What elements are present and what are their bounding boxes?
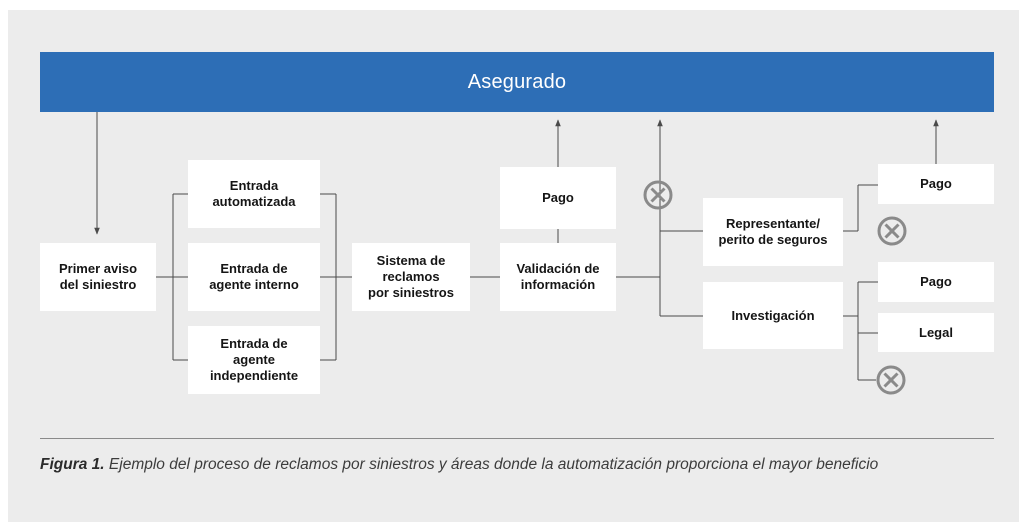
- node-pago-representante: Pago: [878, 164, 994, 204]
- x-circle-icon: [876, 365, 906, 395]
- node-legal: Legal: [878, 313, 994, 352]
- node-validacion: Validación de información: [500, 243, 616, 311]
- node-primer-aviso: Primer aviso del siniestro: [40, 243, 156, 311]
- node-investigacion: Investigación: [703, 282, 843, 349]
- x-circle-icon: [877, 216, 907, 246]
- node-representante: Representante/ perito de seguros: [703, 198, 843, 266]
- node-pago-validacion: Pago: [500, 167, 616, 229]
- caption-label: Figura 1.: [40, 456, 105, 473]
- node-pago-investigacion: Pago: [878, 262, 994, 302]
- figure-caption: Figura 1. Ejemplo del proceso de reclamo…: [40, 454, 995, 476]
- caption-divider: [40, 438, 994, 439]
- caption-text: Ejemplo del proceso de reclamos por sini…: [104, 456, 879, 473]
- node-sistema-reclamos: Sistema de reclamos por siniestros: [352, 243, 470, 311]
- banner-label: Asegurado: [467, 70, 567, 93]
- x-circle-icon: [643, 180, 673, 210]
- node-entrada-agente-independiente: Entrada de agente independiente: [188, 326, 320, 394]
- asegurado-banner: Asegurado: [40, 52, 994, 112]
- node-entrada-agente-interno: Entrada de agente interno: [188, 243, 320, 311]
- node-entrada-automatizada: Entrada automatizada: [188, 160, 320, 228]
